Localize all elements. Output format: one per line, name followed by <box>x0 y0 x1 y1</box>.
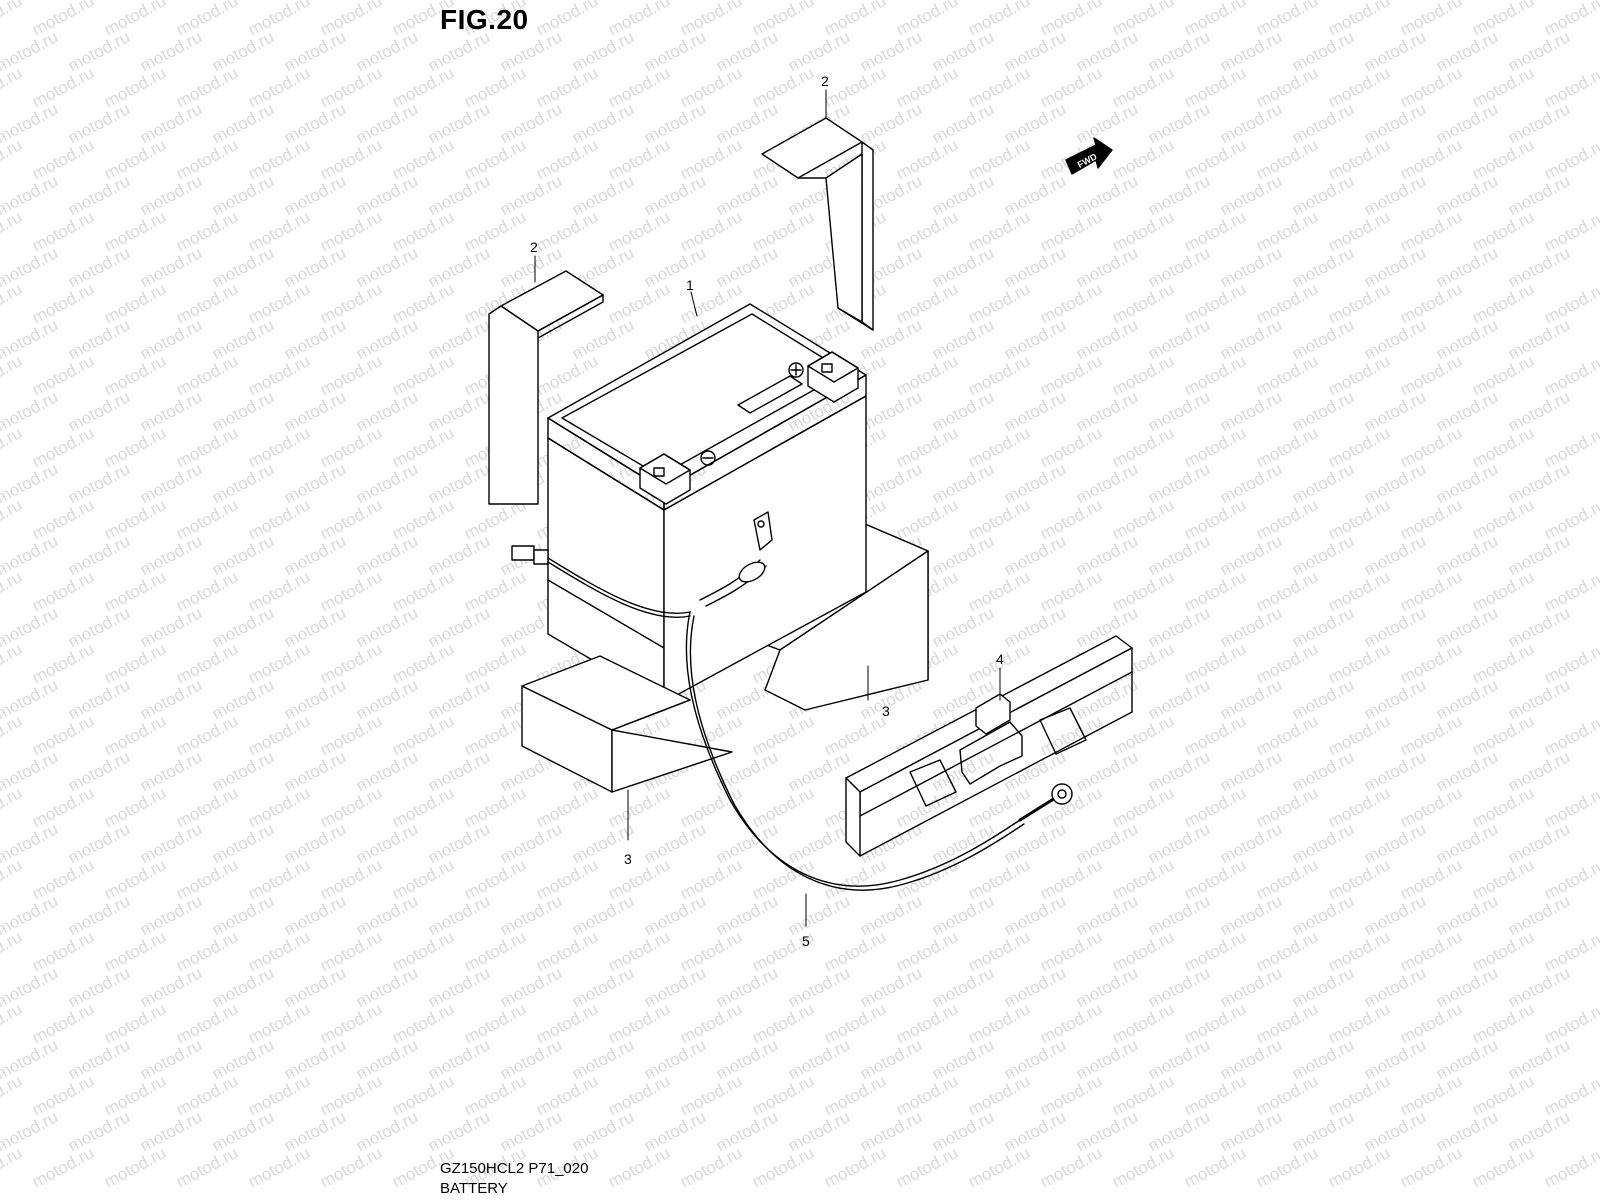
battery-holder-bracket-right <box>761 117 874 331</box>
fwd-direction-arrow-icon <box>1065 137 1113 175</box>
battery-holder-bracket-left <box>488 270 604 505</box>
callout-1: 1 <box>686 277 694 293</box>
callout-2-left: 2 <box>530 239 538 255</box>
section-name: BATTERY <box>440 1180 508 1197</box>
callout-leaders <box>534 89 1001 927</box>
battery-negative-cable <box>511 545 1073 891</box>
battery-strap <box>845 635 1133 857</box>
figure-title: FIG.20 <box>440 4 529 35</box>
callout-2-top: 2 <box>821 73 829 89</box>
battery <box>547 303 867 703</box>
callout-3-right: 3 <box>882 703 890 719</box>
battery-cushion-front <box>521 655 733 793</box>
callout-5: 5 <box>802 933 810 949</box>
model-code: GZ150HCL2 P71_020 <box>440 1160 589 1177</box>
callout-4: 4 <box>996 651 1004 667</box>
callout-3-left: 3 <box>624 851 632 867</box>
